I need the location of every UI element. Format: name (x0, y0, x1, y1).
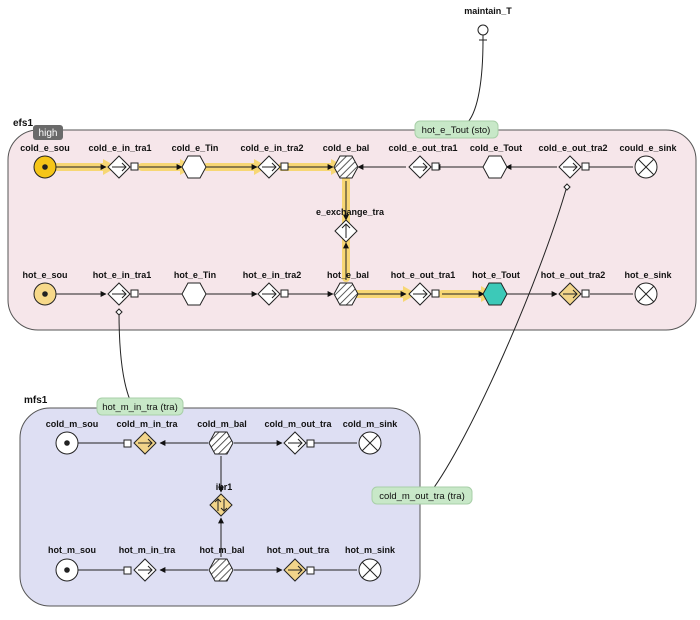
node-hot-e-in-tra1[interactable]: hot_e_in_tra1 (93, 270, 152, 316)
svg-text:cold_e_out_tra1: cold_e_out_tra1 (388, 143, 457, 153)
svg-text:e_exchange_tra: e_exchange_tra (316, 207, 385, 217)
svg-text:cold_e_in_tra2: cold_e_in_tra2 (240, 143, 303, 153)
group-efs1-label: efs1 (13, 118, 33, 129)
node-hot-m-sink[interactable]: hot_m_sink (345, 545, 396, 582)
svg-text:cold_e_in_tra1: cold_e_in_tra1 (88, 143, 151, 153)
svg-text:hot_e_Tin: hot_e_Tin (174, 270, 216, 280)
svg-text:hot_e_sink: hot_e_sink (624, 270, 672, 280)
node-cold-m-sou[interactable]: cold_m_sou (46, 419, 99, 455)
svg-text:cold_e_Tout: cold_e_Tout (470, 143, 522, 153)
svg-text:ihr1: ihr1 (216, 482, 233, 492)
svg-text:hot_m_bal: hot_m_bal (199, 545, 244, 555)
node-cold-m-bal[interactable]: cold_m_bal (197, 419, 247, 455)
priority-badge: high (33, 125, 63, 140)
svg-text:hot_e_Tout (sto): hot_e_Tout (sto) (422, 125, 491, 136)
node-ihr1[interactable]: ihr1 (209, 482, 233, 517)
node-cold-m-out-tra[interactable]: cold_m_out_tra (264, 419, 332, 455)
node-cold-e-out-tra1[interactable]: cold_e_out_tra1 (388, 143, 458, 179)
group-mfs1-label: mfs1 (24, 395, 48, 406)
svg-text:hot_e_in_tra1: hot_e_in_tra1 (93, 270, 152, 280)
external-maintain-t[interactable]: maintain_T (464, 6, 512, 44)
svg-text:cold_e_out_tra2: cold_e_out_tra2 (538, 143, 607, 153)
node-cold-e-out-tra2[interactable]: cold_e_out_tra2 (538, 143, 608, 191)
tag-hot-e-tout-sto[interactable]: hot_e_Tout (sto) (414, 120, 499, 139)
svg-text:cold_m_bal: cold_m_bal (197, 419, 247, 429)
svg-text:cold_m_sink: cold_m_sink (343, 419, 399, 429)
svg-text:hot_m_sink: hot_m_sink (345, 545, 396, 555)
node-cold-e-sou[interactable]: cold_e_sou (20, 143, 70, 179)
svg-text:hot_e_out_tra2: hot_e_out_tra2 (541, 270, 606, 280)
svg-text:hot_m_sou: hot_m_sou (48, 545, 96, 555)
node-hot-e-tin[interactable]: hot_e_Tin (174, 270, 216, 306)
svg-text:hot_m_in_tra (tra): hot_m_in_tra (tra) (102, 402, 178, 413)
svg-text:hot_m_out_tra: hot_m_out_tra (267, 545, 331, 555)
tag-hot-m-in-tra[interactable]: hot_m_in_tra (tra) (96, 397, 184, 416)
tag-cold-m-out-tra[interactable]: cold_m_out_tra (tra) (371, 486, 473, 505)
svg-text:hot_e_bal: hot_e_bal (327, 270, 369, 280)
svg-text:cold_m_out_tra (tra): cold_m_out_tra (tra) (379, 491, 465, 502)
node-hot-e-tout[interactable]: hot_e_Tout (472, 270, 520, 306)
node-cold-m-sink[interactable]: cold_m_sink (343, 419, 399, 455)
svg-text:maintain_T: maintain_T (464, 6, 512, 16)
node-hot-e-sink[interactable]: hot_e_sink (624, 270, 672, 306)
node-cold-e-bal[interactable]: cold_e_bal (323, 143, 370, 179)
svg-text:hot_m_in_tra: hot_m_in_tra (119, 545, 177, 555)
svg-text:cold_m_sou: cold_m_sou (46, 419, 99, 429)
node-cold-e-tin[interactable]: cold_e_Tin (172, 143, 219, 179)
svg-text:hot_e_in_tra2: hot_e_in_tra2 (243, 270, 302, 280)
node-hot-e-bal[interactable]: hot_e_bal (327, 270, 369, 306)
svg-text:hot_e_Tout: hot_e_Tout (472, 270, 520, 280)
node-cold-m-in-tra[interactable]: cold_m_in_tra (116, 419, 179, 455)
svg-text:cold_m_in_tra: cold_m_in_tra (116, 419, 178, 429)
node-hot-e-sou[interactable]: hot_e_sou (22, 270, 68, 306)
node-could-e-sink[interactable]: could_e_sink (619, 143, 678, 179)
node-hot-e-out-tra1[interactable]: hot_e_out_tra1 (391, 270, 456, 306)
svg-text:cold_e_sou: cold_e_sou (20, 143, 70, 153)
node-cold-e-in-tra1[interactable]: cold_e_in_tra1 (88, 143, 152, 179)
node-cold-e-in-tra2[interactable]: cold_e_in_tra2 (240, 143, 304, 179)
node-hot-e-out-tra2[interactable]: hot_e_out_tra2 (541, 270, 606, 306)
svg-text:hot_e_out_tra1: hot_e_out_tra1 (391, 270, 456, 280)
node-hot-m-bal[interactable]: hot_m_bal (199, 545, 245, 582)
node-hot-m-in-tra[interactable]: hot_m_in_tra (119, 545, 177, 582)
node-hot-m-sou[interactable]: hot_m_sou (48, 545, 96, 582)
node-hot-e-in-tra2[interactable]: hot_e_in_tra2 (243, 270, 302, 306)
svg-text:cold_m_out_tra: cold_m_out_tra (264, 419, 332, 429)
svg-text:could_e_sink: could_e_sink (619, 143, 677, 153)
node-cold-e-tout[interactable]: cold_e_Tout (470, 143, 522, 179)
svg-text:cold_e_Tin: cold_e_Tin (172, 143, 219, 153)
svg-text:high: high (39, 128, 58, 139)
node-hot-m-out-tra[interactable]: hot_m_out_tra (267, 545, 331, 582)
node-e-exchange-tra[interactable]: e_exchange_tra (316, 207, 385, 243)
svg-text:hot_e_sou: hot_e_sou (22, 270, 67, 280)
svg-text:cold_e_bal: cold_e_bal (323, 143, 370, 153)
